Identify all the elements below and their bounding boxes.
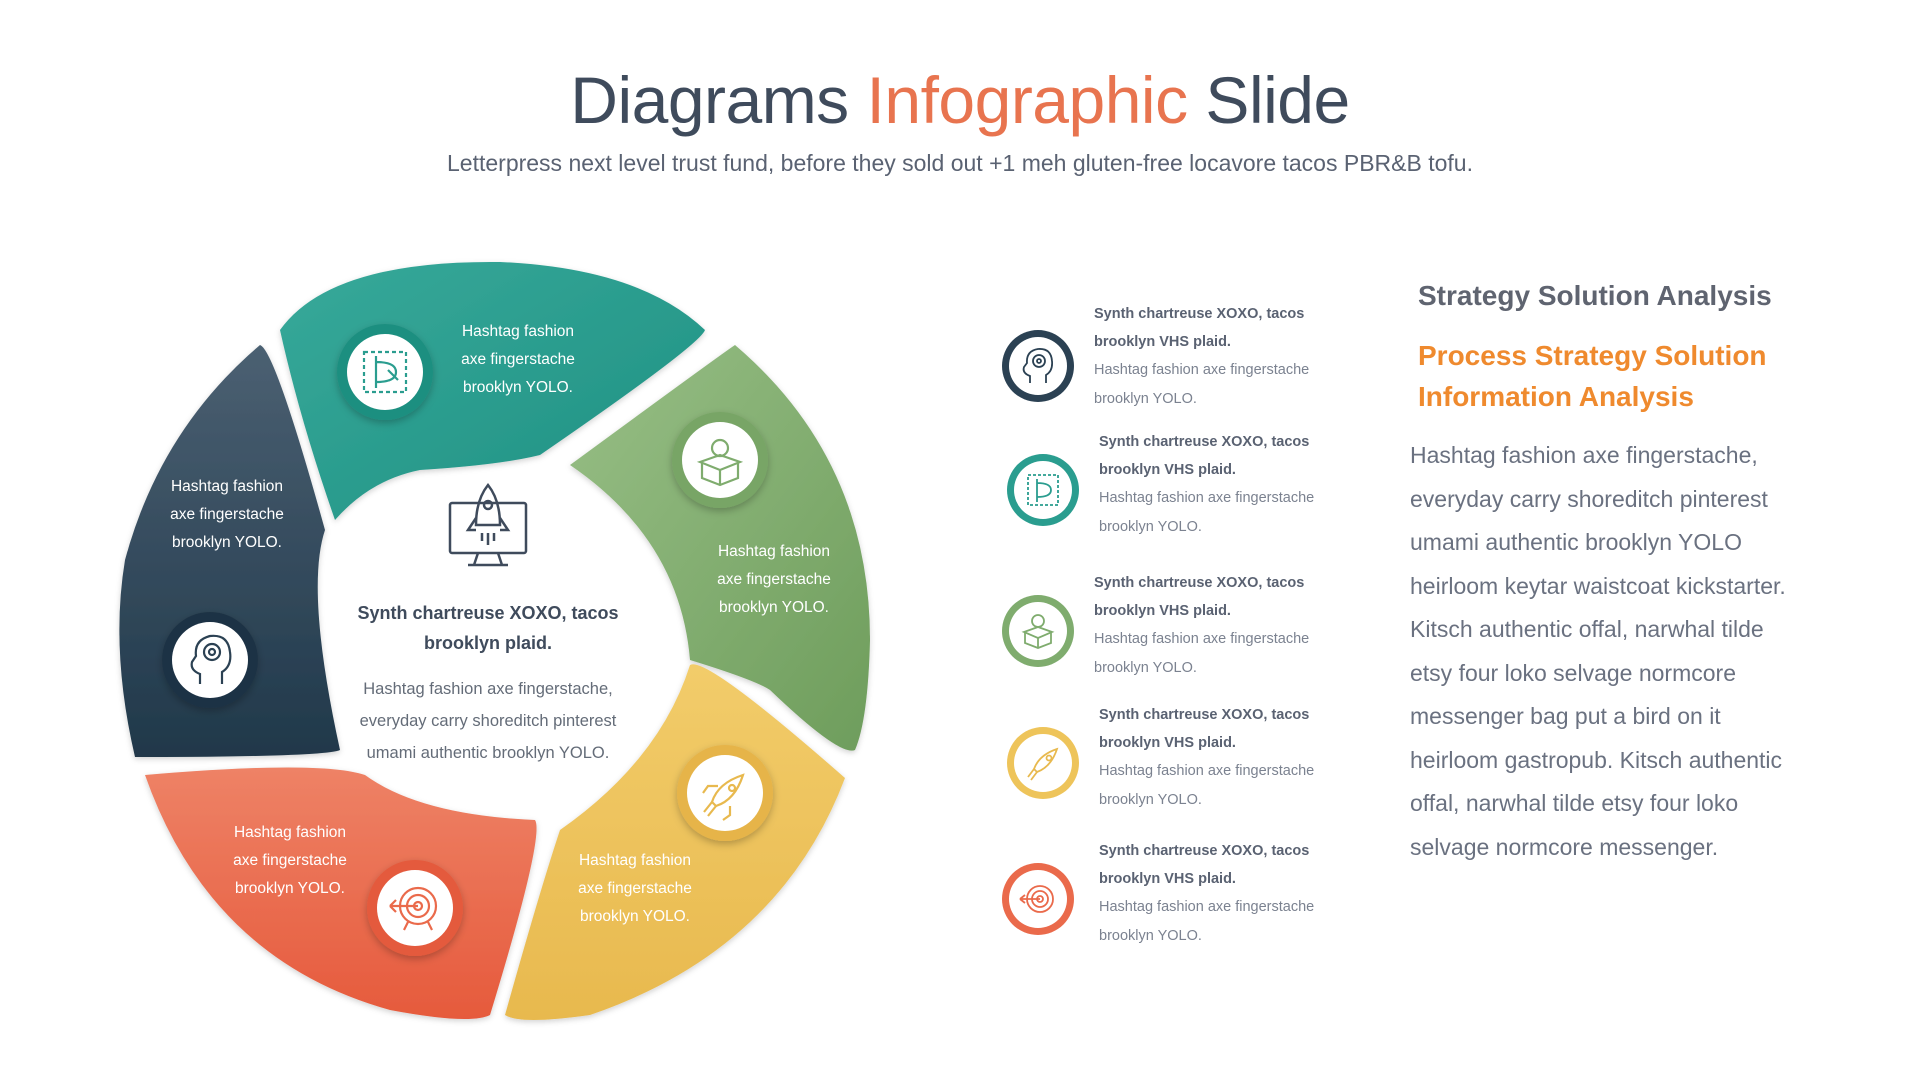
seg-line: Hashtag fashion	[461, 323, 575, 340]
badge-navy	[162, 612, 258, 708]
computer-rocket-icon	[448, 482, 528, 567]
target-icon	[1019, 885, 1054, 913]
list-badge-yellow	[1007, 727, 1079, 799]
list-item-title: Synth chartreuse XOXO, tacos brooklyn VH…	[1099, 434, 1310, 478]
list-item-title: Synth chartreuse XOXO, tacos brooklyn VH…	[1099, 843, 1310, 887]
badge-green	[672, 412, 768, 508]
badge-orange	[367, 860, 463, 956]
right-heading: Strategy Solution Analysis	[1418, 280, 1772, 311]
list-badge-teal	[1007, 454, 1079, 526]
idea-box-icon	[696, 438, 744, 487]
seg-line: brooklyn YOLO.	[235, 880, 345, 897]
list-item-body: Hashtag fashion axe fingerstache brookly…	[1099, 899, 1315, 944]
list-item: Synth chartreuse XOXO, tacos brooklyn VH…	[1005, 428, 1405, 548]
list-item-body: Hashtag fashion axe fingerstache brookly…	[1094, 362, 1310, 407]
list-item: Synth chartreuse XOXO, tacos brooklyn VH…	[1000, 300, 1400, 420]
list-item: Synth chartreuse XOXO, tacos brooklyn VH…	[1005, 701, 1405, 821]
segment-teal-text: Hashtag fashion axe fingerstache brookly…	[428, 318, 608, 402]
title-accent: Infographic	[866, 63, 1189, 137]
seg-line: brooklyn YOLO.	[463, 379, 573, 396]
seg-line: axe fingerstache	[233, 852, 347, 869]
segment-orange	[145, 767, 537, 1019]
list-badge-navy	[1002, 330, 1074, 402]
idea-box-icon	[1021, 614, 1055, 649]
seg-line: brooklyn YOLO.	[172, 534, 282, 551]
seg-line: axe fingerstache	[717, 571, 831, 588]
list-item-body: Hashtag fashion axe fingerstache brookly…	[1094, 631, 1310, 676]
center-body: Hashtag fashion axe fingerstache, everyd…	[359, 680, 617, 762]
segment-navy-text: Hashtag fashion axe fingerstache brookly…	[137, 473, 317, 557]
seg-line: axe fingerstache	[170, 506, 284, 523]
right-subheading: Process Strategy Solution Information An…	[1418, 335, 1838, 417]
right-subheading-line1: Process Strategy Solution	[1418, 340, 1767, 371]
list-item: Synth chartreuse XOXO, tacos brooklyn VH…	[1002, 837, 1405, 957]
badge-teal	[337, 324, 433, 420]
list-item-title: Synth chartreuse XOXO, tacos brooklyn VH…	[1099, 707, 1310, 751]
seg-line: brooklyn YOLO.	[719, 599, 829, 616]
rocket-icon	[702, 773, 745, 821]
seg-line: brooklyn YOLO.	[580, 908, 690, 925]
list-item-body: Hashtag fashion axe fingerstache brookly…	[1099, 490, 1315, 535]
seg-line: axe fingerstache	[461, 351, 575, 368]
seg-line: Hashtag fashion	[578, 852, 692, 869]
right-subheading-line2: Information Analysis	[1418, 381, 1694, 412]
title-part3: Slide	[1187, 63, 1350, 137]
head-gear-icon	[1022, 348, 1054, 383]
list-item-title: Synth chartreuse XOXO, tacos brooklyn VH…	[1094, 306, 1305, 350]
seg-line: Hashtag fashion	[170, 478, 284, 495]
segment-green	[570, 345, 870, 751]
title-part1: Diagrams	[570, 63, 867, 137]
slide-title: Diagrams Infographic Slide	[0, 62, 1920, 138]
seg-line: Hashtag fashion	[717, 543, 831, 560]
rocket-icon	[1027, 747, 1059, 781]
target-icon	[389, 886, 438, 931]
list-item-title: Synth chartreuse XOXO, tacos brooklyn VH…	[1094, 575, 1305, 619]
center-title: Synth chartreuse XOXO, tacos brooklyn pl…	[357, 603, 619, 653]
segment-orange-text: Hashtag fashion axe fingerstache brookly…	[200, 819, 380, 903]
head-gear-icon	[190, 634, 232, 684]
segment-yellow	[505, 664, 845, 1020]
segment-green-text: Hashtag fashion axe fingerstache brookly…	[684, 538, 864, 622]
seg-line: Hashtag fashion	[233, 824, 347, 841]
design-tool-icon	[362, 350, 408, 394]
seg-line: axe fingerstache	[578, 880, 692, 897]
design-tool-icon	[1027, 474, 1059, 506]
list-badge-green	[1002, 595, 1074, 667]
right-body-text: Hashtag fashion axe fingerstache, everyd…	[1410, 442, 1786, 860]
slide-subtitle: Letterpress next level trust fund, befor…	[447, 150, 1473, 176]
badge-yellow	[677, 745, 773, 841]
list-item: Synth chartreuse XOXO, tacos brooklyn VH…	[1000, 569, 1400, 689]
list-badge-orange	[1002, 863, 1074, 935]
list-item-body: Hashtag fashion axe fingerstache brookly…	[1099, 763, 1315, 808]
segment-yellow-text: Hashtag fashion axe fingerstache brookly…	[545, 847, 725, 931]
